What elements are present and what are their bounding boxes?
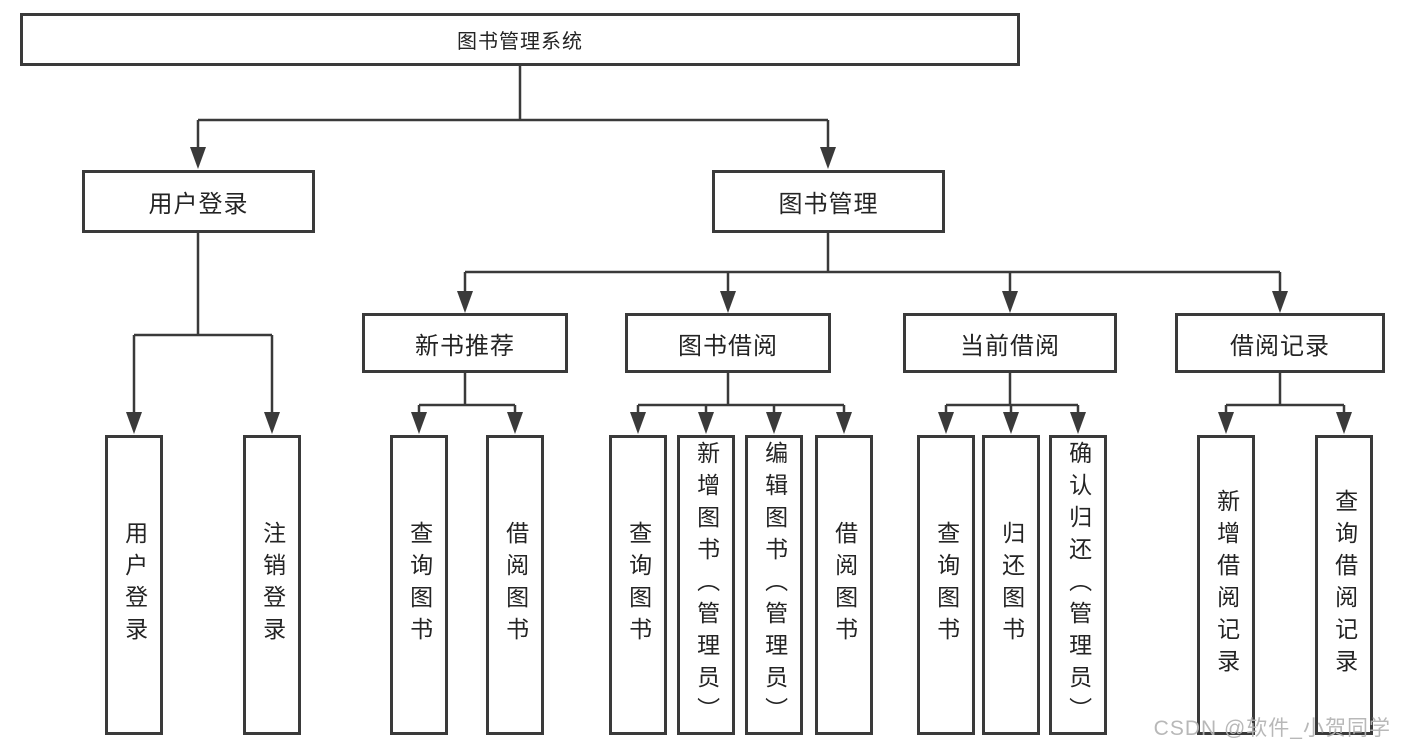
leaf-user-login: 用户登录	[105, 435, 163, 735]
leaf-nbr-borrow-books-label: 借阅图书	[502, 521, 529, 649]
leaf-nbr-query-books: 查询图书	[390, 435, 448, 735]
leaf-user-login-label: 用户登录	[121, 521, 148, 649]
node-borrow-records: 借阅记录	[1175, 313, 1385, 373]
leaf-cb-confirm-return-admin: 确认归还（管理员）	[1049, 435, 1107, 735]
leaf-br-add-record-label: 新增借阅记录	[1213, 489, 1240, 681]
leaf-br-add-record: 新增借阅记录	[1197, 435, 1255, 735]
leaf-cb-return-books: 归还图书	[982, 435, 1040, 735]
leaf-cb-query-books: 查询图书	[917, 435, 975, 735]
leaf-bb-add-books-admin-label: 新增图书（管理员）	[693, 441, 720, 729]
leaf-br-query-record-label: 查询借阅记录	[1331, 489, 1358, 681]
node-book-management: 图书管理	[712, 170, 945, 233]
leaf-bb-borrow-books: 借阅图书	[815, 435, 873, 735]
node-borrow-records-label: 借阅记录	[1230, 332, 1330, 360]
leaf-logout-label: 注销登录	[259, 521, 286, 649]
leaf-br-query-record: 查询借阅记录	[1315, 435, 1373, 735]
leaf-nbr-borrow-books: 借阅图书	[486, 435, 544, 735]
node-user-login-label: 用户登录	[148, 191, 249, 218]
node-current-borrow: 当前借阅	[903, 313, 1117, 373]
leaf-bb-edit-books-admin-label: 编辑图书（管理员）	[761, 441, 788, 729]
node-book-management-label: 图书管理	[778, 191, 879, 218]
leaf-cb-query-books-label: 查询图书	[933, 521, 960, 649]
leaf-bb-query-books-label: 查询图书	[625, 521, 652, 649]
csdn-watermark: CSDN @软件_小贺同学	[1153, 717, 1391, 740]
leaf-cb-confirm-return-admin-label: 确认归还（管理员）	[1065, 441, 1092, 729]
leaf-bb-add-books-admin: 新增图书（管理员）	[677, 435, 735, 735]
leaf-bb-borrow-books-label: 借阅图书	[831, 521, 858, 649]
node-book-borrow-label: 图书借阅	[678, 332, 778, 360]
leaf-cb-return-books-label: 归还图书	[998, 521, 1025, 649]
node-library-system: 图书管理系统	[20, 13, 1020, 66]
node-library-system-label: 图书管理系统	[457, 31, 583, 53]
node-new-book-recommend: 新书推荐	[362, 313, 568, 373]
leaf-bb-edit-books-admin: 编辑图书（管理员）	[745, 435, 803, 735]
node-current-borrow-label: 当前借阅	[960, 332, 1060, 360]
leaf-nbr-query-books-label: 查询图书	[406, 521, 433, 649]
node-user-login: 用户登录	[82, 170, 315, 233]
node-book-borrow: 图书借阅	[625, 313, 831, 373]
leaf-bb-query-books: 查询图书	[609, 435, 667, 735]
node-new-book-recommend-label: 新书推荐	[415, 332, 515, 360]
leaf-logout: 注销登录	[243, 435, 301, 735]
